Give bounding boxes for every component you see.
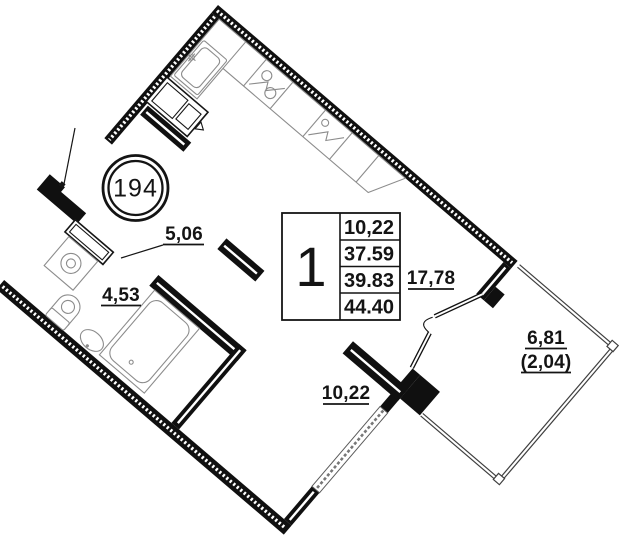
- wardrobe-icon: [145, 75, 210, 138]
- outer-walls: [0, 5, 518, 535]
- apartment-number: 194: [113, 175, 158, 203]
- interior-walls: [36, 105, 265, 430]
- room-label-balcony-reduced: (2,04): [521, 352, 572, 373]
- room-label-hallway: 5,06: [165, 224, 203, 245]
- legend-table: 1 10,22 37.59 39.83 44.40: [281, 212, 401, 321]
- bathroom-door-leaf: [63, 218, 115, 266]
- kitchen-sink-icon: [174, 40, 228, 96]
- bathroom-fixtures: [43, 218, 201, 394]
- entry-wall-jog: [36, 174, 87, 224]
- legend-rooms-count: 1: [295, 235, 326, 298]
- marker-triangle: [194, 120, 205, 131]
- room-label-living: 17,78: [407, 268, 456, 289]
- counter-appliance-icon: [308, 118, 345, 142]
- room-label-balcony: 6,81: [527, 328, 565, 349]
- right-wall: [283, 261, 512, 526]
- balcony-glazing: [420, 264, 620, 486]
- washing-machine-icon: [43, 235, 99, 291]
- toilet-icon: [45, 294, 81, 331]
- door-swing-arc: [423, 316, 433, 333]
- room-label-bathroom: 4,53: [102, 285, 140, 306]
- legend-row-area-reduced: 39.83: [344, 270, 394, 292]
- stove-icon: [248, 70, 285, 100]
- apartment-number-badge: 194: [101, 154, 170, 222]
- bedroom-window: [311, 405, 389, 494]
- balcony-post-bottom: [492, 472, 506, 486]
- washbasin-icon: [79, 329, 104, 352]
- legend-row-living: 10,22: [344, 217, 394, 239]
- balcony-door: [409, 292, 484, 369]
- entrance-marker: [58, 127, 76, 189]
- kitchen-counter: [169, 18, 407, 194]
- legend-row-area: 37.59: [344, 244, 394, 266]
- balcony-post-top: [606, 339, 620, 353]
- bathtub-icon: [98, 289, 201, 394]
- room-labels: 5,06 4,53 17,78 10,22 6,81 (2,04): [101, 224, 572, 405]
- wall-corner-wrap: [483, 286, 505, 309]
- room-label-bedroom: 10,22: [322, 383, 371, 404]
- balcony-pier-wrap: [400, 374, 440, 416]
- legend-row-total: 44.40: [344, 297, 394, 319]
